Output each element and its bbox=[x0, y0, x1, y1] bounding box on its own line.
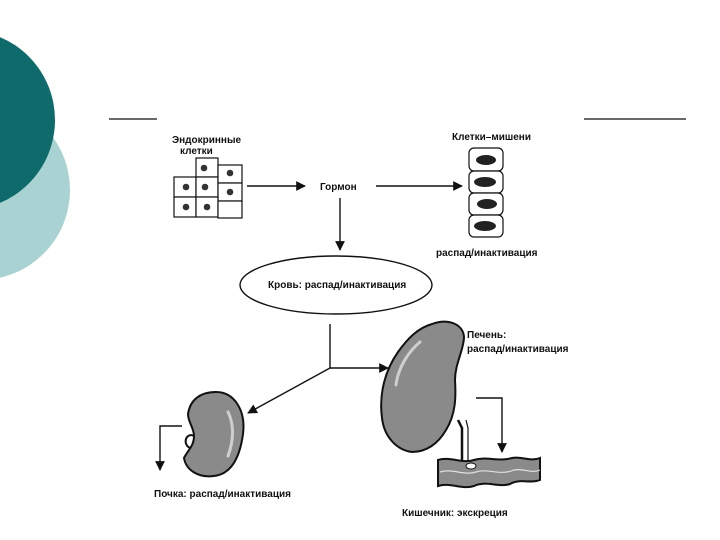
target-cell-nucleus bbox=[477, 199, 497, 209]
liver-drawing bbox=[380, 320, 469, 462]
kidney-shape bbox=[182, 390, 245, 478]
target-decay-label: распад/инактивация bbox=[436, 248, 538, 259]
endocrine-label-line2: клетки bbox=[180, 146, 213, 157]
cell-nucleus bbox=[182, 203, 190, 211]
liver-highlight bbox=[394, 340, 422, 387]
bile-duct-opening bbox=[465, 462, 477, 470]
decorative-circles bbox=[0, 37, 70, 278]
liver-shape bbox=[380, 320, 466, 454]
arrow-liver-excretion bbox=[476, 397, 507, 453]
intestine-drawing bbox=[437, 456, 541, 489]
cell-nucleus bbox=[201, 183, 209, 191]
arrow-to-kidney bbox=[247, 367, 331, 414]
intestine-shape bbox=[437, 456, 541, 489]
endocrine-label-line1: Эндокринные bbox=[172, 135, 241, 146]
target-cell-nucleus bbox=[476, 155, 496, 165]
bile-duct-inner bbox=[465, 419, 469, 462]
endocrine-cell bbox=[217, 200, 243, 219]
ureter bbox=[184, 434, 195, 449]
liver-label-line1: Печень: bbox=[467, 330, 506, 341]
endocrine-cells bbox=[173, 157, 243, 219]
bile-duct bbox=[456, 419, 464, 462]
target-cell-nucleus bbox=[474, 221, 496, 231]
target-cells-label: Клетки–мишени bbox=[452, 132, 531, 143]
intestine-label: Кишечник: экскреция bbox=[402, 508, 508, 519]
target-cell-nucleus bbox=[474, 177, 496, 187]
kidney-drawing bbox=[182, 390, 245, 478]
cell-nucleus bbox=[203, 203, 211, 211]
hormone-label: Гормон bbox=[320, 182, 357, 193]
kidney-label: Почка: распад/инактивация bbox=[154, 489, 291, 500]
kidney-highlight bbox=[226, 410, 234, 458]
arrow-kidney-excretion bbox=[155, 425, 182, 471]
cell-nucleus bbox=[226, 169, 234, 177]
target-cells bbox=[468, 147, 504, 238]
dark-teal-circle bbox=[0, 37, 55, 203]
cell-nucleus bbox=[200, 164, 208, 172]
cell-nucleus bbox=[226, 188, 234, 196]
blood-label: Кровь: распад/инактивация bbox=[268, 280, 406, 291]
cell-nucleus bbox=[182, 183, 190, 191]
blood-ellipse bbox=[239, 255, 433, 315]
liver-label-line2: распад/инактивация bbox=[467, 344, 569, 355]
intestine-wall-line bbox=[439, 468, 541, 474]
